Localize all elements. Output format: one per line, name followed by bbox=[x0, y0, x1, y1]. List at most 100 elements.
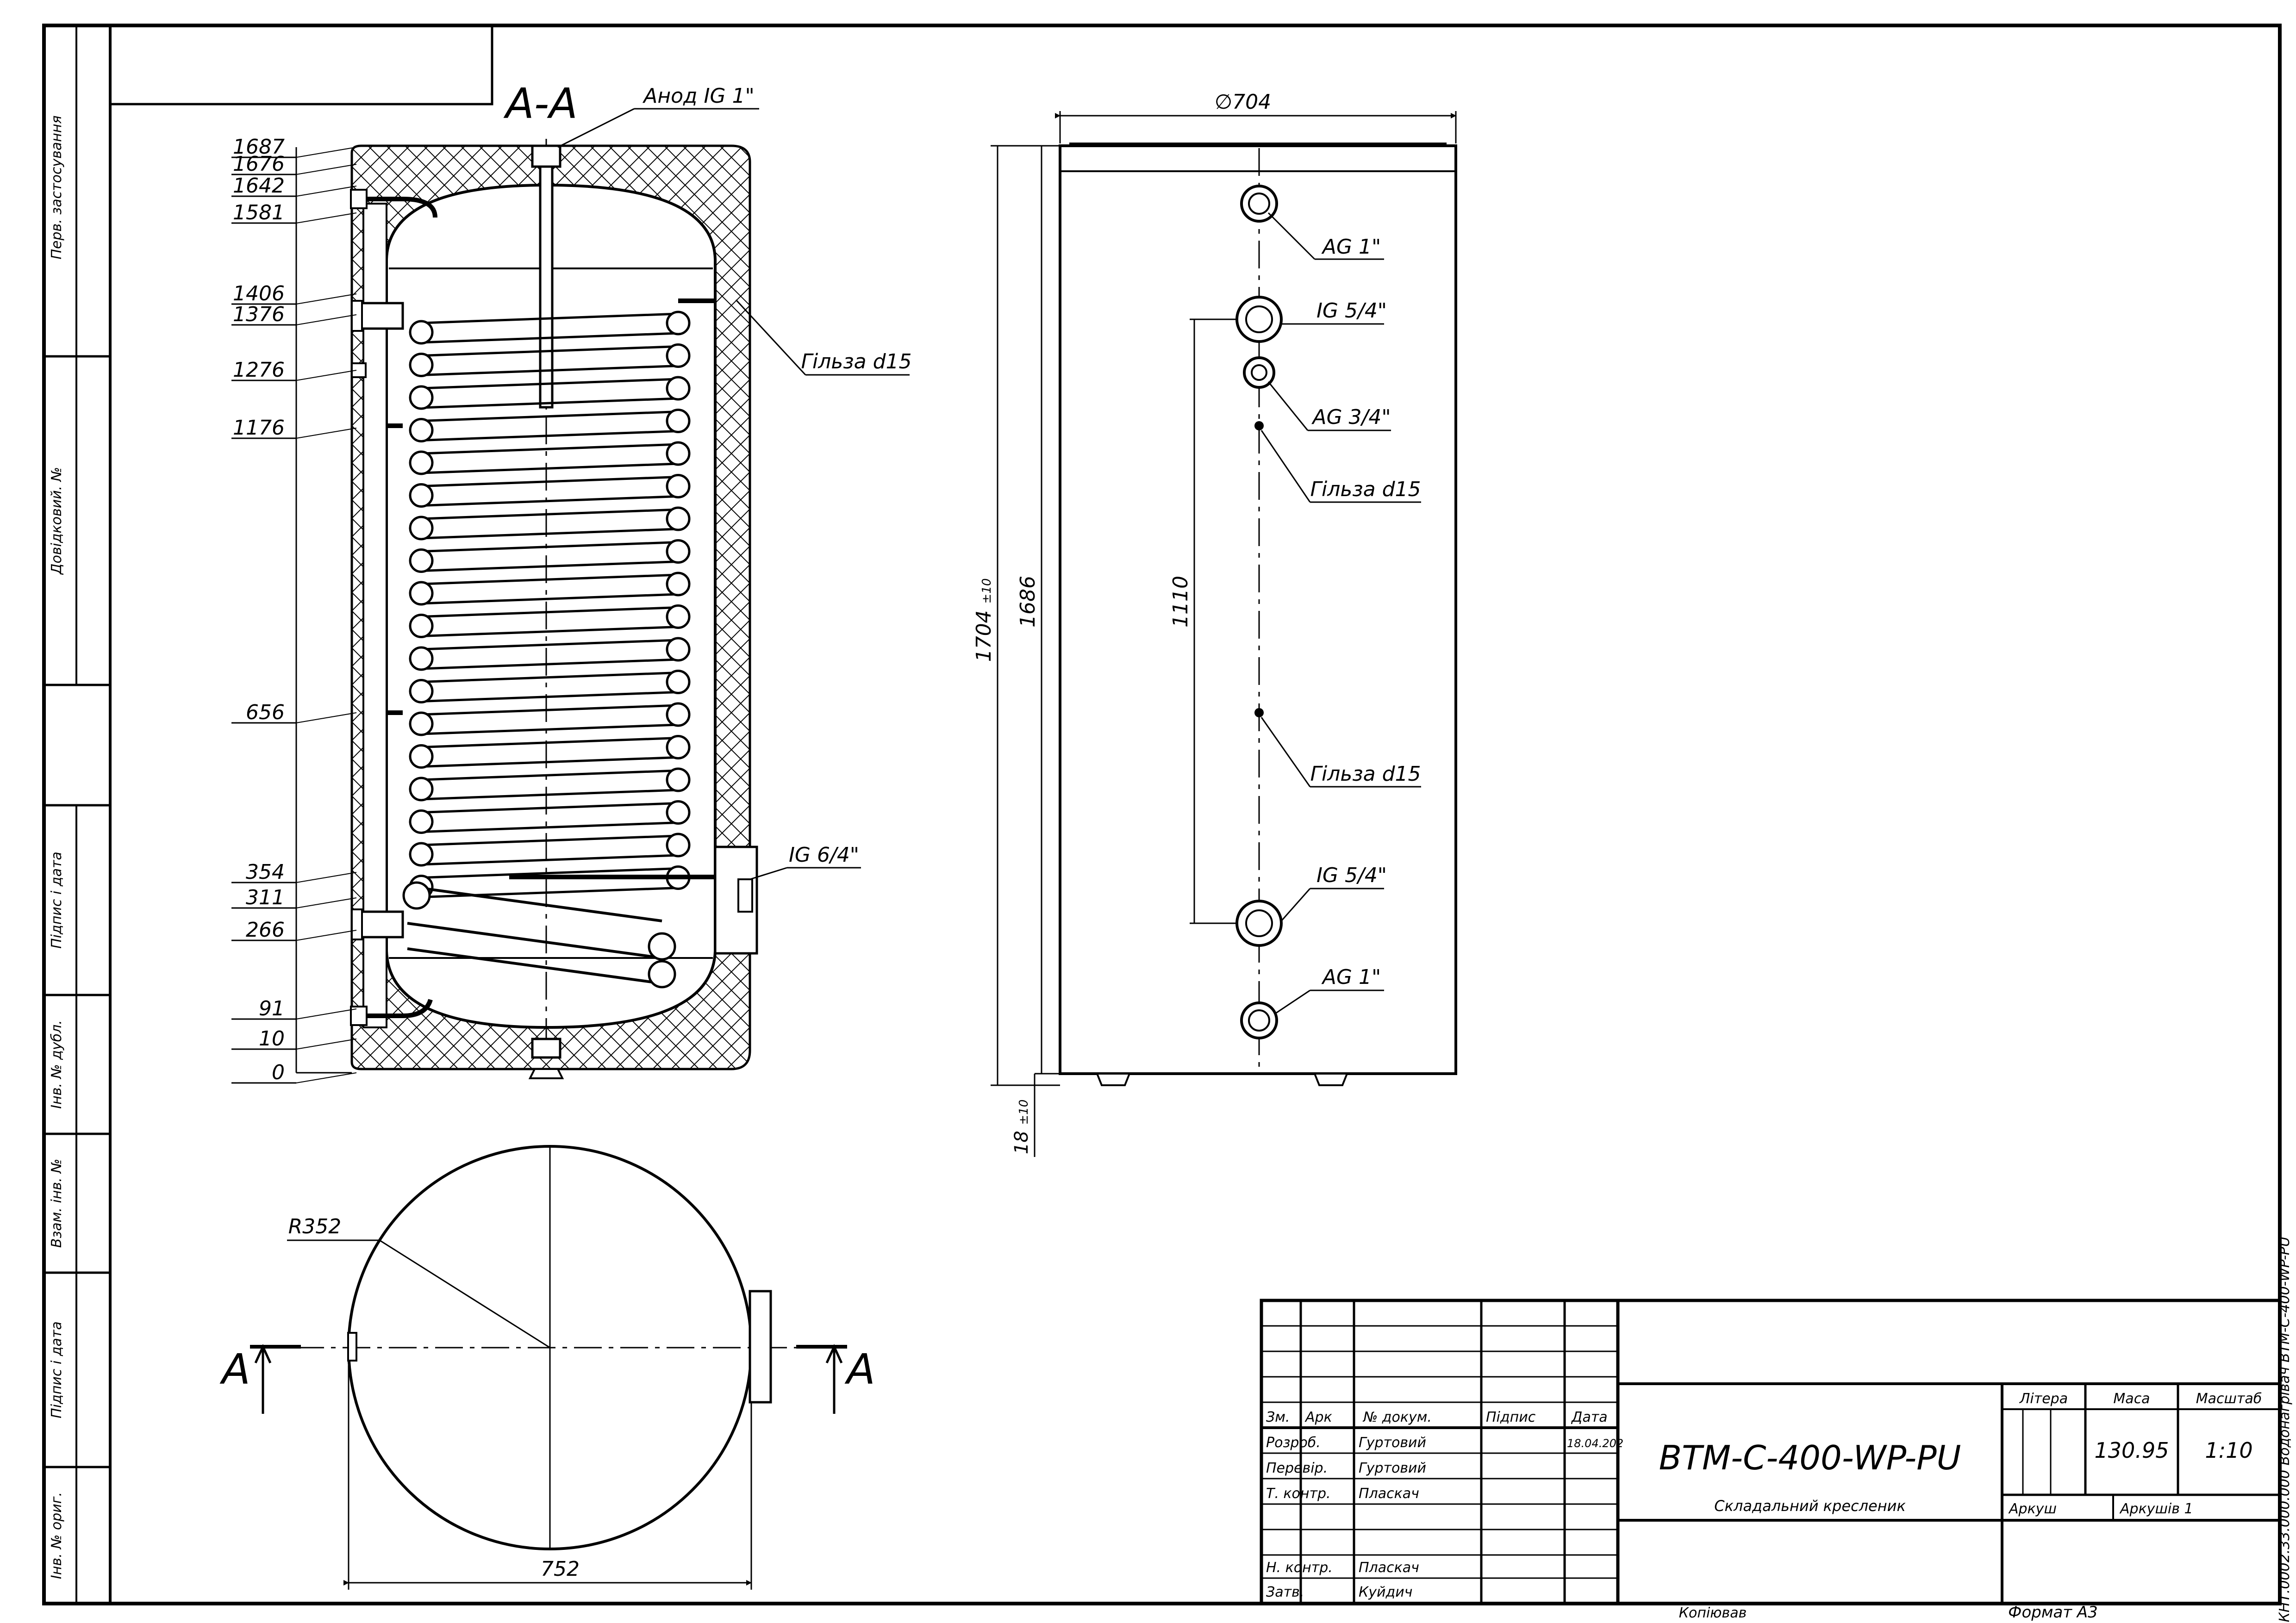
callout-sleeve-right-2: Гільза d15 bbox=[1310, 762, 1421, 786]
tb-scale: 1:10 bbox=[2205, 1438, 2252, 1463]
strip-label-3: Підпис і дата bbox=[49, 852, 65, 949]
callout-ig54-bottom: IG 5/4" bbox=[1316, 864, 1387, 887]
height-extension bbox=[296, 1008, 357, 1020]
height-label: 1581 bbox=[233, 201, 285, 224]
height-extension bbox=[296, 428, 357, 439]
tb-litera: Літера bbox=[2019, 1391, 2068, 1407]
callout-ig54-top: IG 5/4" bbox=[1316, 299, 1387, 323]
strip-label-1: Перв. застосування bbox=[49, 115, 65, 259]
tb-mass: 130.95 bbox=[2095, 1438, 2169, 1463]
heat-exchanger-coil bbox=[409, 311, 691, 899]
height-label: 1376 bbox=[233, 303, 285, 326]
tb-hdr-zm: Зм. bbox=[1266, 1409, 1290, 1425]
height-label: 1406 bbox=[233, 282, 285, 305]
height-label: 656 bbox=[246, 701, 285, 724]
dim-body: 1686 bbox=[1016, 576, 1040, 628]
dim-feet: 18 ±10 bbox=[1011, 1100, 1032, 1155]
callout-ag1-bottom: AG 1" bbox=[1321, 965, 1381, 989]
height-extension bbox=[296, 897, 357, 908]
dim-plan-width: 752 bbox=[541, 1557, 580, 1581]
height-extension bbox=[296, 1038, 357, 1050]
section-title: A-A bbox=[503, 80, 578, 128]
height-label: 0 bbox=[272, 1061, 285, 1084]
tb-name-1: Гуртовий bbox=[1359, 1435, 1426, 1451]
connection-ag1-top bbox=[1240, 185, 1278, 223]
tb-sheets: Аркушів 1 bbox=[2119, 1501, 2193, 1517]
height-label: 266 bbox=[246, 918, 285, 942]
height-extension bbox=[296, 186, 357, 197]
tb-role-1: Розроб. bbox=[1266, 1435, 1321, 1451]
section-mark-right: A bbox=[844, 1345, 875, 1394]
height-label: 1176 bbox=[233, 416, 285, 440]
connection-ag34 bbox=[1243, 356, 1275, 389]
callout-sleeve-right-1: Гільза d15 bbox=[1310, 478, 1421, 501]
front-view: AG 1" IG 5/4" AG 3/4" Гільза d15 Гільза … bbox=[972, 90, 1457, 1157]
tb-product: BTM-C-400-WP-PU bbox=[1659, 1438, 1961, 1477]
tb-mass-label: Маса bbox=[2113, 1391, 2150, 1407]
dim-overall: 1704 ±10 bbox=[972, 578, 996, 662]
height-extension bbox=[296, 370, 357, 381]
dim-spacing: 1110 bbox=[1169, 576, 1192, 628]
tb-role-3: Т. контр. bbox=[1266, 1486, 1331, 1502]
strip-label-5: Взам. інв. № bbox=[49, 1159, 65, 1248]
tb-hdr-sign: Підпис bbox=[1486, 1409, 1536, 1425]
tb-format: Формат А3 bbox=[2008, 1603, 2098, 1622]
tb-role-4: Н. контр. bbox=[1266, 1560, 1333, 1576]
tb-sheet: Аркуш bbox=[2008, 1501, 2057, 1517]
tb-doc-type: Складальний кресленик bbox=[1714, 1497, 1906, 1515]
connection-ig54-bottom bbox=[1235, 900, 1283, 947]
callout-sleeve-left: Гільза d15 bbox=[801, 350, 911, 373]
tb-copied: Копіював bbox=[1679, 1605, 1747, 1621]
connection-ig54-top bbox=[1235, 296, 1283, 343]
dim-radius: R352 bbox=[288, 1215, 342, 1238]
sleeve-point-1 bbox=[1254, 421, 1264, 430]
strip-label-6: Підпис і дата bbox=[49, 1321, 65, 1418]
tb-date-1: 18.04.202 bbox=[1567, 1437, 1623, 1450]
tb-hdr-doc: № докум. bbox=[1362, 1409, 1432, 1425]
height-extension bbox=[296, 147, 357, 158]
tb-name-4: Пласкач bbox=[1359, 1560, 1419, 1576]
strip-label-7: Інв. № ориг. bbox=[49, 1492, 65, 1579]
height-label: 1642 bbox=[233, 174, 285, 198]
height-extension bbox=[296, 212, 357, 224]
tb-name-2: Гуртовий bbox=[1359, 1460, 1426, 1476]
height-label: 10 bbox=[259, 1027, 285, 1051]
height-label: 1676 bbox=[233, 152, 285, 176]
tb-name-5: Куйдич bbox=[1359, 1584, 1413, 1600]
height-extension bbox=[296, 314, 357, 325]
dim-diameter: ∅704 bbox=[1215, 90, 1271, 114]
callout-anode: Анод IG 1" bbox=[642, 84, 755, 108]
height-extension bbox=[296, 164, 357, 175]
tb-hdr-ark: Арк bbox=[1304, 1409, 1332, 1425]
strip-label-2: Довідковий. № bbox=[49, 467, 65, 575]
section-mark-left: A bbox=[219, 1345, 250, 1394]
callout-ag34: AG 3/4" bbox=[1311, 405, 1391, 429]
height-label: 311 bbox=[246, 886, 285, 909]
connection-ag1-bottom bbox=[1240, 1001, 1278, 1039]
tb-name-3: Пласкач bbox=[1359, 1486, 1419, 1502]
tb-role-2: Перевір. bbox=[1266, 1460, 1328, 1476]
tb-role-5: Затв. bbox=[1266, 1584, 1304, 1600]
side-strip: Перв. застосування Довідковий. № Підпис … bbox=[44, 25, 110, 1604]
section-view: A-A bbox=[231, 80, 912, 1084]
height-label: 354 bbox=[246, 860, 285, 884]
callout-ig64: IG 6/4" bbox=[789, 843, 859, 867]
height-label: 91 bbox=[259, 997, 285, 1020]
height-extension bbox=[296, 712, 357, 723]
callout-ag1-top: AG 1" bbox=[1321, 235, 1381, 259]
tb-hdr-date: Дата bbox=[1571, 1409, 1608, 1425]
plan-view: R352 752 A A bbox=[219, 1145, 875, 1590]
sleeve-point-2 bbox=[1254, 708, 1264, 717]
height-label: 1276 bbox=[233, 358, 285, 382]
drawing-frame bbox=[42, 24, 2282, 1605]
strip-label-4: Інв. № дубл. bbox=[49, 1020, 65, 1109]
height-extension bbox=[296, 1072, 357, 1083]
height-extension bbox=[296, 293, 357, 305]
title-block: Зм. Арк № докум. Підпис Дата Розроб. Гур… bbox=[1260, 1299, 2282, 1622]
tb-scale-label: Масштаб bbox=[2196, 1391, 2262, 1407]
height-label: 1687 bbox=[233, 135, 285, 159]
height-extension bbox=[296, 930, 357, 941]
height-extension bbox=[296, 872, 357, 883]
